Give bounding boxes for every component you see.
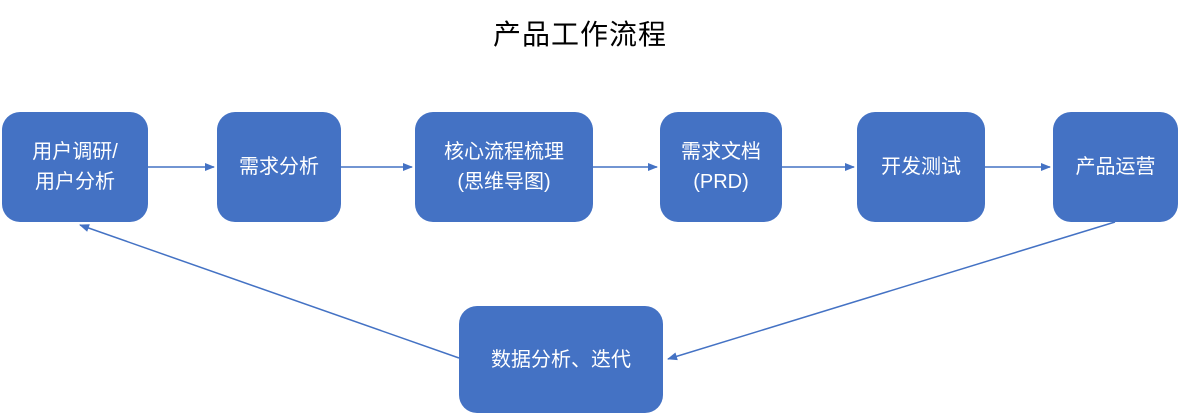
flow-node-prd-document: 需求文档 (PRD) (660, 112, 782, 222)
node-label: 数据分析、迭代 (491, 348, 631, 371)
node-label: 需求文档 (681, 141, 761, 163)
diagram-title: 产品工作流程 (492, 19, 667, 50)
node-label: 产品运营 (1075, 156, 1156, 178)
flow-node-requirement-analysis: 需求分析 (217, 112, 341, 222)
arrow-data-analysis-to-user-research (79, 224, 460, 359)
node-label: 核心流程梳理 (444, 141, 564, 163)
flow-node-user-research: 用户调研/ 用户分析 (2, 112, 148, 222)
node-label: 用户分析 (35, 171, 115, 193)
node-label: 用户调研/ (32, 141, 118, 163)
node-label: (PRD) (693, 171, 749, 193)
arrow-product-operation-to-data-analysis (667, 221, 1116, 361)
node-label: (思维导图) (457, 171, 551, 193)
node-label: 开发测试 (881, 156, 961, 178)
flow-node-dev-testing: 开发测试 (857, 112, 985, 222)
flow-node-core-process: 核心流程梳理 (思维导图) (415, 112, 593, 222)
flow-node-data-analysis: 数据分析、迭代 (459, 306, 663, 413)
node-label: 需求分析 (239, 156, 319, 178)
flow-node-product-operation: 产品运营 (1053, 112, 1178, 222)
